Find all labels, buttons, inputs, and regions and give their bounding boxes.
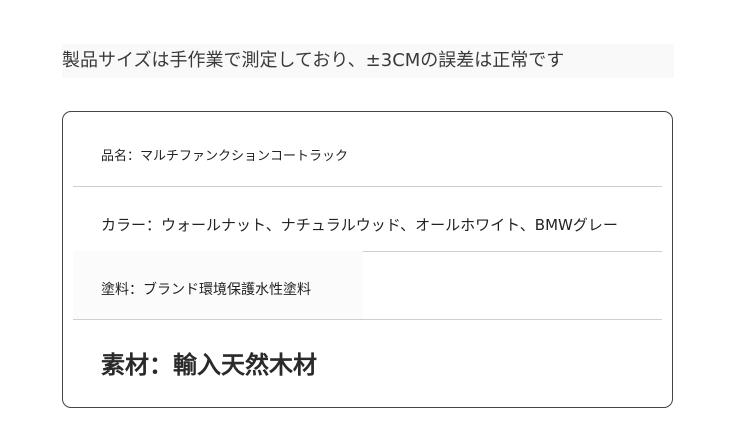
spec-paint: 塗料：ブランド環境保護水性塗料 — [101, 282, 311, 298]
spec-table: 品名：マルチファンクションコートラック カラー：ウォールナット、ナチュラルウッド… — [62, 111, 673, 408]
spec-color: カラー：ウォールナット、ナチュラルウッド、オールホワイト、BMWグレー — [101, 216, 618, 234]
spec-product-name: 品名：マルチファンクションコートラック — [101, 149, 349, 164]
row-highlight — [73, 251, 363, 319]
spec-row-material: 素材：輸入天然木材 — [73, 319, 662, 407]
spec-row-paint: 塗料：ブランド環境保護水性塗料 — [73, 251, 662, 320]
spec-row-product-name: 品名：マルチファンクションコートラック — [73, 112, 662, 187]
size-notice: 製品サイズは手作業で測定しており、±3CMの誤差は正常です — [62, 44, 674, 78]
spec-material: 素材：輸入天然木材 — [101, 351, 317, 379]
spec-row-color: カラー：ウォールナット、ナチュラルウッド、オールホワイト、BMWグレー — [73, 186, 662, 252]
